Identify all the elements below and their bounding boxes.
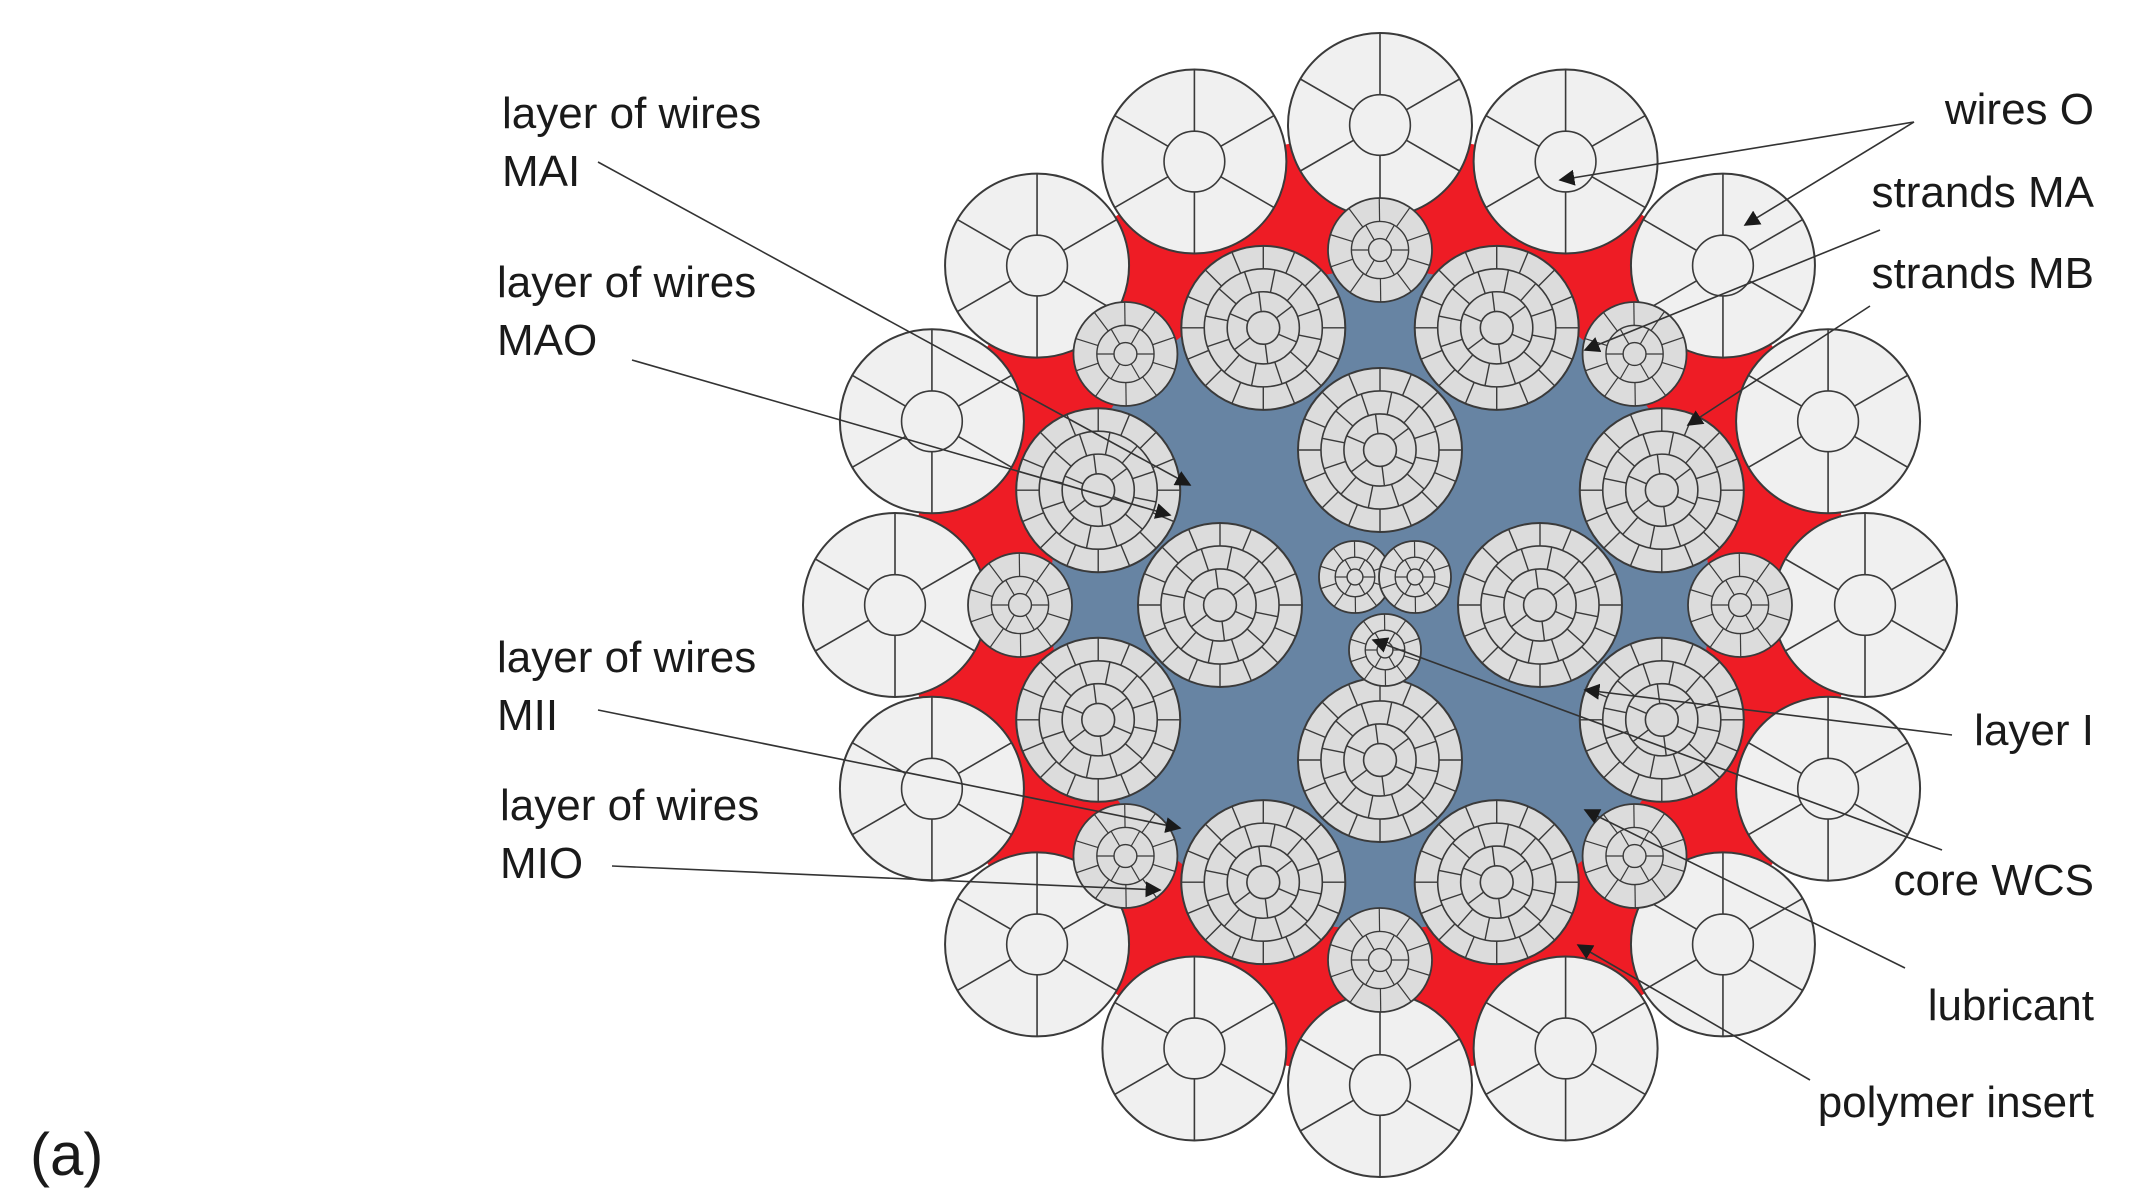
core-strand-center (1348, 613, 1422, 687)
label-wires-o: wires O (1944, 85, 2094, 134)
leader-mii (597, 709, 1182, 833)
label-mao-line1: layer of wires (497, 258, 756, 307)
leader-core-wcs (1371, 637, 1943, 851)
strand-mb-1 (1327, 197, 1433, 303)
strand-mb-2 (1581, 301, 1688, 407)
strand-ma-inner-3 (1297, 677, 1463, 843)
outer-strand-7 (1629, 851, 1816, 1038)
outer-strand-3 (1629, 172, 1816, 359)
outer-strand-2 (1472, 68, 1659, 255)
leader-lines (597, 121, 1953, 1081)
outer-strand-4 (1735, 328, 1922, 515)
strands-mb-group (967, 197, 1793, 1013)
strand-ma-outer-1 (1413, 244, 1580, 411)
leader-mai (597, 161, 1192, 486)
outer-strand-11 (944, 851, 1131, 1038)
label-mii-line1: layer of wires (497, 633, 756, 682)
label-mio-line1: layer of wires (500, 781, 759, 830)
strand-ma-outer-6 (1015, 636, 1182, 803)
strand-ma-outer-2 (1578, 407, 1745, 574)
outer-strand-10 (1101, 955, 1288, 1142)
strand-ma-outer-5 (1180, 799, 1347, 966)
label-polymer-insert: polymer insert (1818, 1078, 2094, 1127)
label-mii-line2: MII (497, 691, 558, 740)
leader-wires-o-b (1743, 121, 1915, 226)
leader-strands-mb (1686, 305, 1871, 426)
leader-mio (611, 865, 1162, 898)
outer-strand-12 (838, 695, 1025, 882)
outer-strand-9 (1287, 992, 1473, 1178)
strand-mb-8 (1072, 301, 1179, 407)
label-strands-mb: strands MB (1871, 249, 2094, 298)
strands-ma-group (1015, 244, 1745, 966)
strand-ma-inner-2 (1457, 522, 1623, 688)
strand-ma-outer-8 (1180, 244, 1347, 411)
strand-ma-outer-4 (1413, 799, 1580, 966)
leader-mao (631, 359, 1172, 519)
outer-strand-8 (1472, 955, 1659, 1142)
outer-strand-6 (1735, 695, 1922, 882)
label-mai-line2: MAI (502, 147, 580, 196)
label-strands-ma: strands MA (1871, 168, 2094, 217)
outer-strand-5 (1772, 512, 1958, 698)
label-core-wcs: core WCS (1894, 856, 2094, 905)
strand-ma-inner-1 (1297, 367, 1463, 533)
label-lubricant: lubricant (1928, 981, 2094, 1030)
strand-mb-3 (1687, 552, 1793, 658)
outer-strand-16 (1101, 68, 1288, 255)
leader-wires-o-a (1558, 121, 1915, 186)
outer-strand-14 (838, 328, 1025, 515)
label-layer-i: layer I (1974, 706, 2094, 755)
leader-lubricant (1583, 809, 1906, 969)
outer-strand-15 (944, 172, 1131, 359)
leader-polymer-insert (1576, 944, 1811, 1081)
outer-strand-13 (802, 512, 988, 698)
strand-mb-6 (1072, 803, 1179, 909)
leader-layer-i (1583, 683, 1953, 736)
strand-ma-outer-3 (1578, 636, 1745, 803)
label-mio-line2: MIO (500, 839, 583, 888)
strand-ma-inner-4 (1137, 522, 1303, 688)
label-mai-line1: layer of wires (502, 89, 761, 138)
strand-mb-4 (1581, 803, 1688, 909)
panel-label: (a) (30, 1121, 103, 1188)
core-strand-2 (1378, 540, 1452, 614)
outer-strand-1 (1287, 32, 1473, 218)
strand-mb-7 (967, 552, 1073, 658)
strand-mb-5 (1327, 907, 1433, 1013)
label-mao-line2: MAO (497, 316, 597, 365)
outer-strands-o (802, 32, 1958, 1178)
core-strand-1 (1318, 540, 1392, 614)
strand-ma-outer-7 (1015, 407, 1182, 574)
leader-strands-ma (1583, 229, 1881, 352)
